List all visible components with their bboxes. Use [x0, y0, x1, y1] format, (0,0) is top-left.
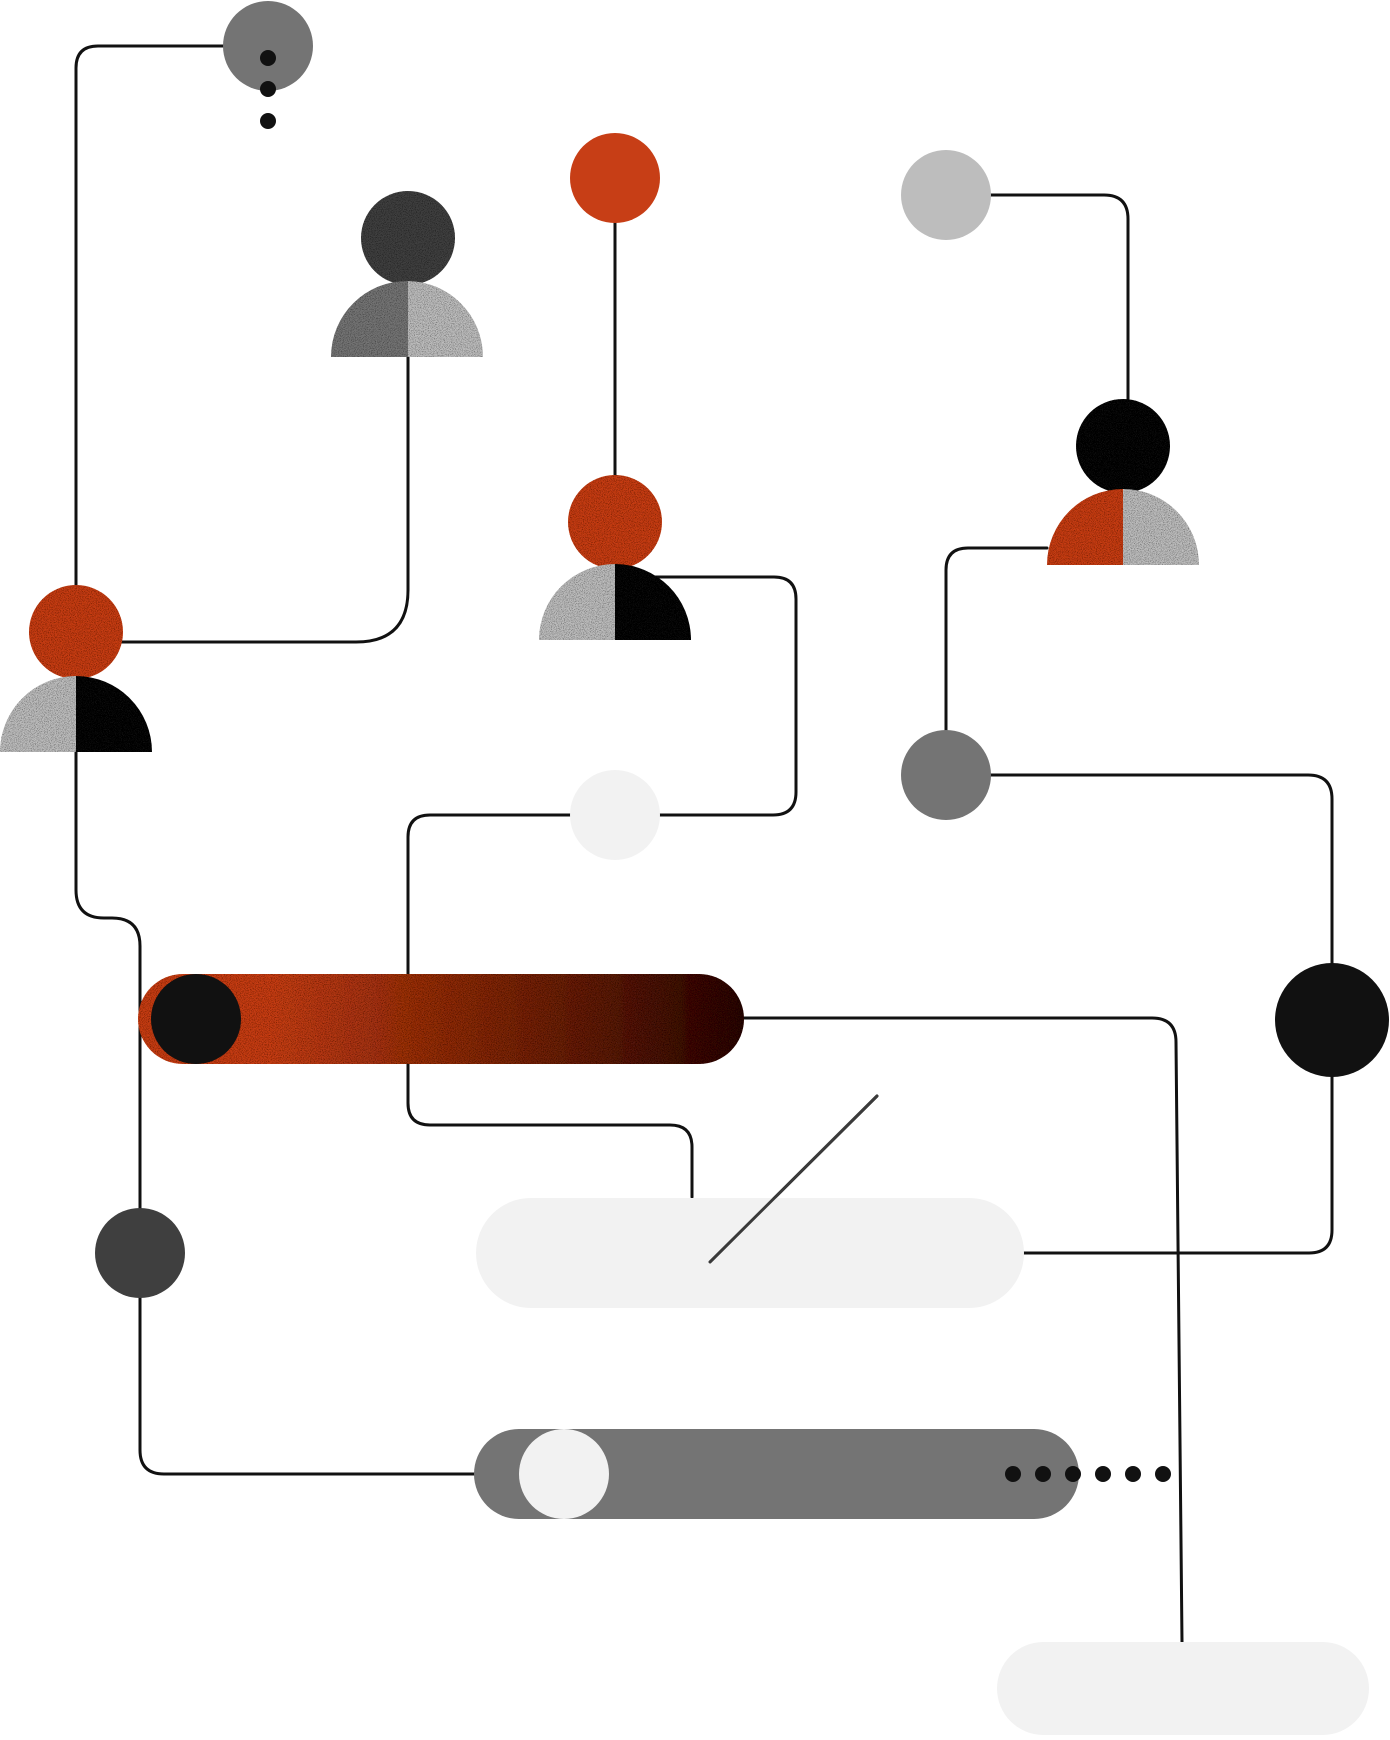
- person-left: [0, 585, 152, 752]
- wire-black-node-to-center-pill: [1022, 1072, 1334, 1255]
- person-body: [539, 564, 691, 640]
- person-center: [539, 475, 691, 640]
- node-left-dark: [95, 1208, 185, 1298]
- node-center-pale: [570, 770, 660, 860]
- person-head: [361, 191, 455, 285]
- wire-top-right-node-to-right-person: [986, 193, 1130, 402]
- wire-left-dark-node-down: [138, 1296, 476, 1476]
- node-top-right-light: [901, 150, 991, 240]
- wire-orange-pill-to-bottom-pill: [738, 1016, 1184, 1644]
- person-head: [29, 585, 123, 679]
- wire-top-left-loop: [74, 44, 268, 605]
- pill-gray-slider: [474, 1429, 1079, 1519]
- dotted-trail-right: [1005, 1466, 1171, 1482]
- diagonal-slash-overlay: [708, 1094, 879, 1264]
- node-right-gray: [901, 730, 991, 820]
- person-right: [1047, 399, 1199, 565]
- wire-right-node-to-black-node: [986, 773, 1334, 970]
- wire-pale-node-to-center-pill: [406, 813, 694, 1199]
- person-top-center: [331, 191, 483, 357]
- slider-knob-black: [151, 974, 241, 1064]
- person-head: [1076, 399, 1170, 493]
- wire-right-person-to-right-node: [944, 546, 1049, 736]
- node-top-gray: [223, 1, 313, 91]
- pill-pale-center: [476, 1198, 1024, 1308]
- connector-lines: [74, 44, 1334, 1644]
- vertical-dots-top: [260, 50, 276, 129]
- wire-left-person-down: [74, 750, 142, 1232]
- person-head: [568, 475, 662, 569]
- person-body: [1047, 489, 1199, 565]
- pill-orange-slider: [138, 974, 744, 1064]
- node-top-orange: [570, 133, 660, 223]
- wire-top-person-to-left-person: [113, 355, 410, 644]
- person-body: [331, 281, 483, 357]
- pill-pale-bottom: [997, 1642, 1369, 1735]
- slider-knob-pale: [519, 1429, 609, 1519]
- wire-center-person-to-pale-node: [646, 575, 798, 817]
- person-body: [0, 676, 152, 752]
- node-right-black: [1275, 963, 1389, 1077]
